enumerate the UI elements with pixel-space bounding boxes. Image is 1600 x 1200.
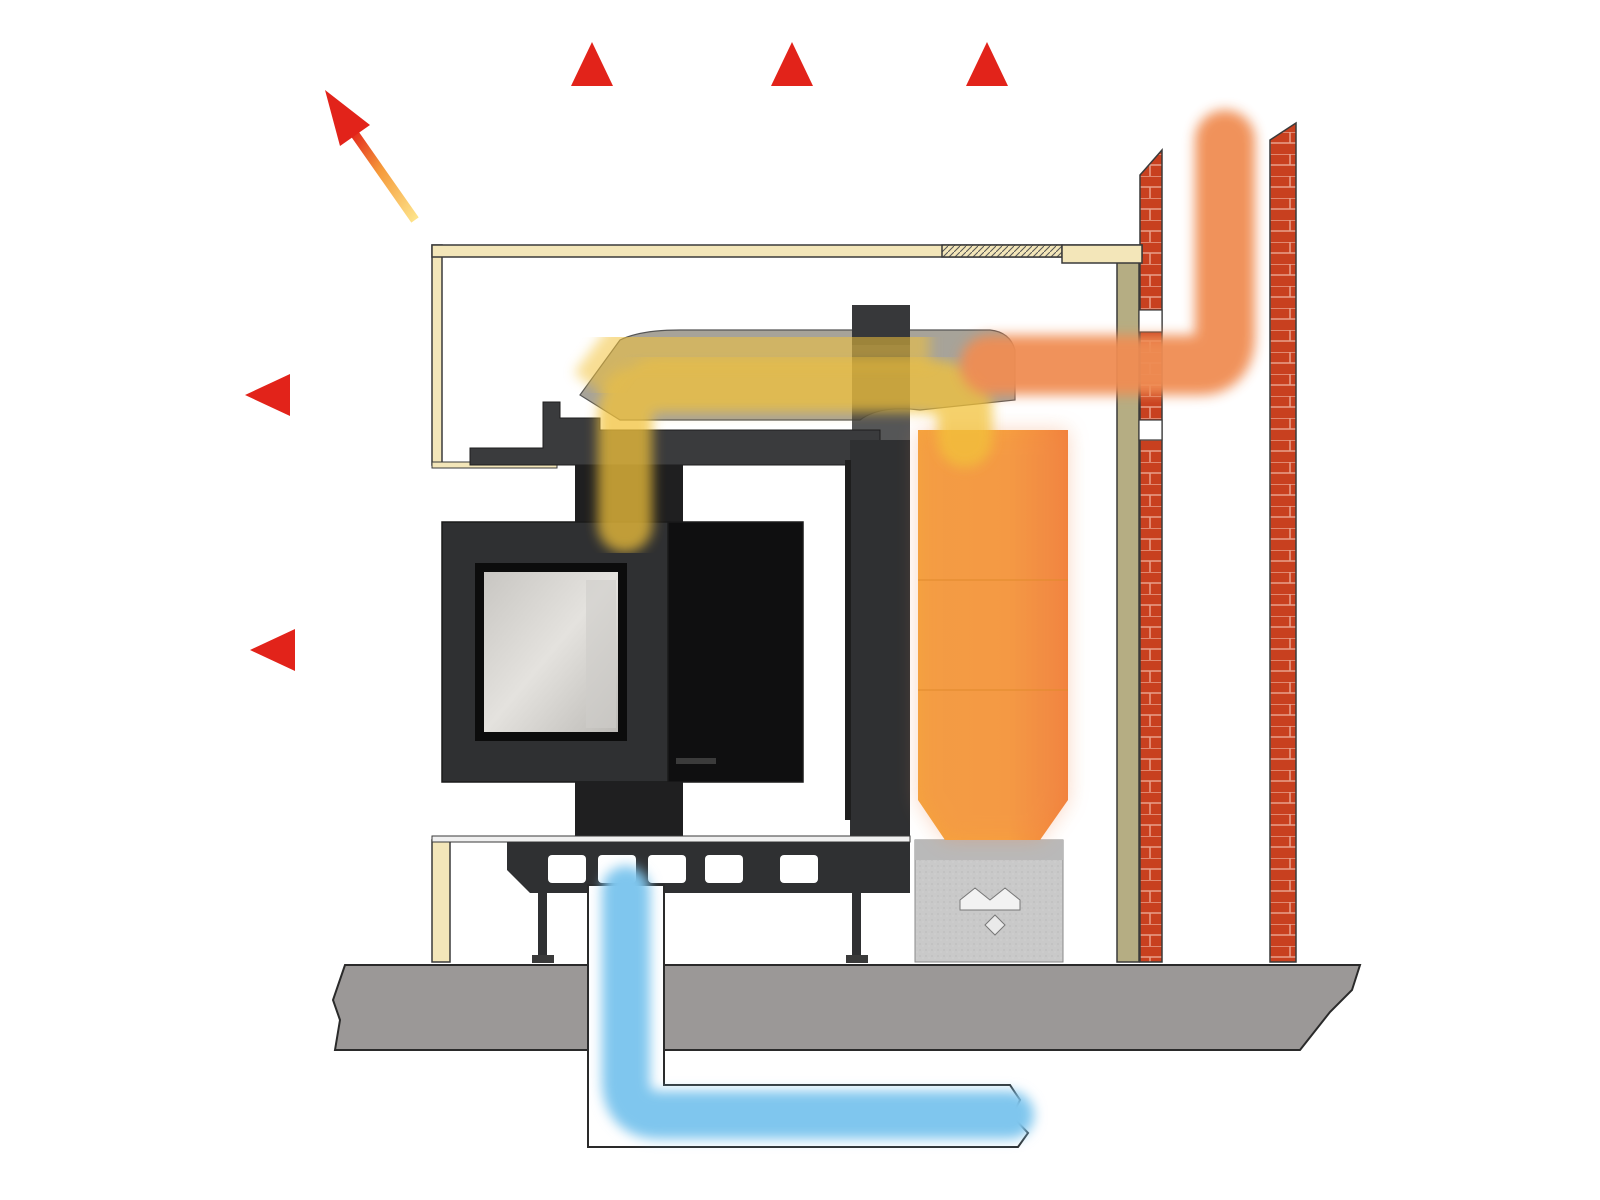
heat-arrow-up-left bbox=[325, 90, 419, 223]
heat-arrow-left-upper bbox=[245, 374, 400, 416]
steel-support-column bbox=[845, 440, 910, 880]
heat-arrow-up-3 bbox=[966, 42, 1008, 195]
combustion-air-inlet bbox=[575, 782, 683, 840]
mounting-bracket bbox=[469, 401, 881, 466]
heat-arrow-up-1 bbox=[571, 42, 613, 195]
heat-arrow-up-2 bbox=[771, 42, 813, 195]
brick-chimney-wall-right bbox=[1269, 121, 1297, 963]
floor-slab bbox=[331, 964, 1362, 1051]
warm-air-flow bbox=[574, 325, 993, 553]
brick-chimney-wall-left bbox=[1139, 148, 1163, 963]
firebox-glass-door bbox=[475, 563, 627, 741]
stone-pedestal bbox=[914, 839, 1064, 963]
adjustable-legs bbox=[532, 893, 868, 963]
flue-gas-flow bbox=[960, 110, 1255, 780]
base-frame bbox=[431, 835, 911, 893]
heat-arrow-left-lower bbox=[250, 629, 405, 671]
cold-air-inlet-duct bbox=[587, 866, 1034, 1148]
